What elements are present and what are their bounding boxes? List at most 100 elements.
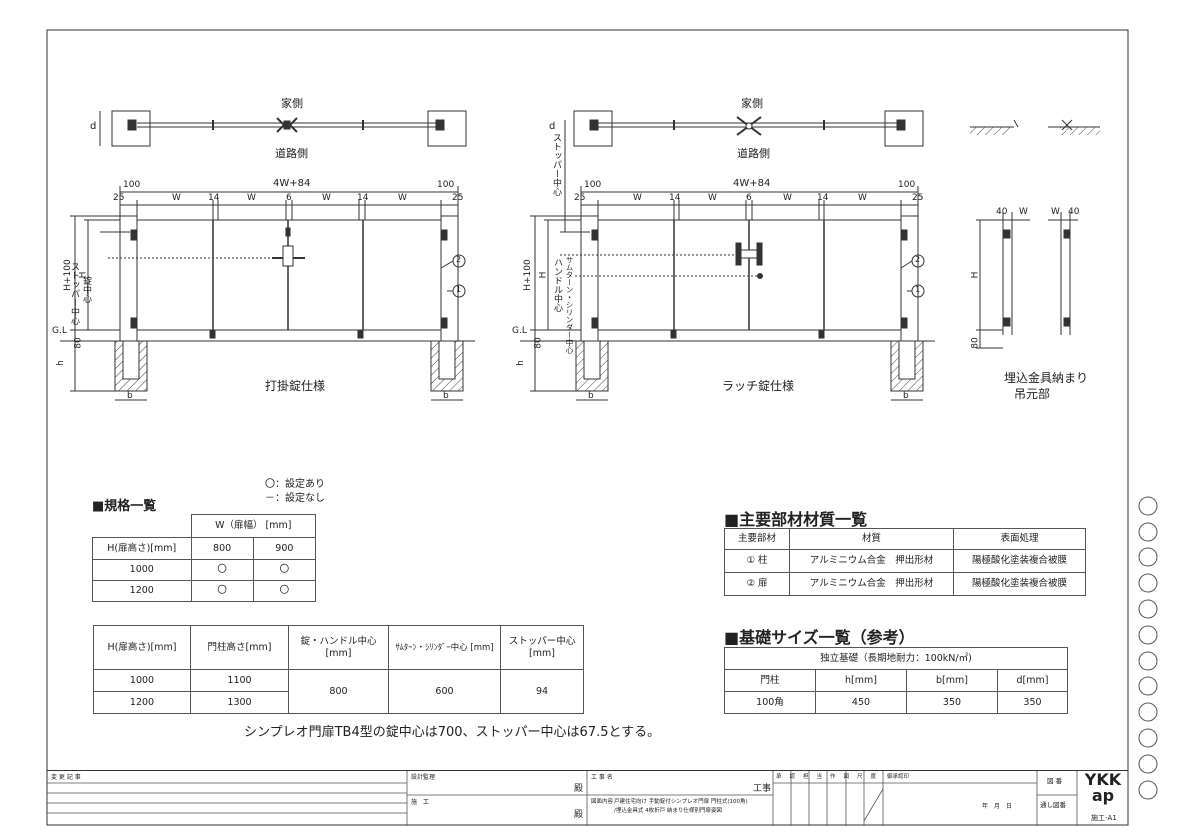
note-text: シンプレオ門扉TB4型の錠中心は700、ストッパー中心は67.5とする。 [244,725,661,740]
construction-label: 施 工 [411,799,430,806]
e80-dim-b: 80 [533,337,544,349]
post-left-dim-a: 100 [123,180,141,190]
mat-header: 表面処理 [953,528,1086,550]
fd-cell: 350 [906,691,998,714]
b-dim-b1: b [588,391,594,401]
gap6-dim-a: 6 [286,193,292,203]
h100-dim-b: H+100 [522,259,533,291]
table-row: ① 柱 アルミニウム合金 押出形材 陽極酸化塗装複合被膜 [724,549,1086,573]
hs-dim-b: h [515,360,526,366]
gap14-dim-a1: 14 [208,193,220,203]
spec-cell: 〇 [190,559,254,581]
ht-header-post: 門柱高さ[mm] [190,625,289,670]
stopper-center-a: ストッパー中心 [69,262,79,325]
caption-a: 打掛錠仕様 [265,379,326,393]
mat-cell: ② 扉 [724,572,790,596]
ht-cell: 1200 [93,691,191,714]
drawing-no-label: 図 番 [1047,777,1063,785]
d-label-b: d [549,121,556,132]
koji-label: 工事 [753,784,772,794]
w-dim-a4: W [398,193,407,203]
date-label: 年 月 日 [982,803,1013,810]
post-right-dim-a: 100 [437,180,455,190]
fd-header: b[mm] [906,669,998,692]
materials-title: ■主要部材材質一覧 [724,510,868,529]
revision-circles [1138,496,1158,800]
ht-header-h: H(扉高さ)[mm] [93,625,191,670]
gap14-dim-a2: 14 [357,193,369,203]
ht-header-thumb: ｻﾑﾀｰﾝ・ｼﾘﾝﾀﾞｰ中心 [mm] [388,625,501,670]
e80-dim-c: 80 [970,337,981,349]
w40-dim-c2: 40 [1068,207,1080,217]
spec-h-header: H(扉高さ)[mm] [92,537,192,560]
w-dim-a3: W [322,193,331,203]
ht-lock-value: 800 [288,669,389,714]
foundation-title: ■基礎サイズ一覧（参考） [724,628,915,647]
gap14-dim-b1: 14 [669,193,681,203]
stopper-center-b: ストッパー中心 [551,133,561,196]
ht-header-lock: 錠・ハンドル中心 [mm] [288,625,389,670]
d-label-a: d [90,121,97,132]
post-right-dim-b: 100 [898,180,916,190]
gap-right-dim-a: 25 [452,193,464,203]
ht-header-stopper: ストッパー中心 [mm] [500,625,584,670]
spec-col-900: 900 [252,537,317,560]
mat-cell: 陽極酸化塗装複合被膜 [953,572,1086,596]
spec-w-header: W（扉幅） [mm] [190,514,316,538]
title-block-lines [47,771,1078,826]
hinge-detail [970,119,1100,349]
w-dim-a2: W [247,193,256,203]
gap-left-dim-b: 25 [574,193,586,203]
mat-cell: ① 柱 [724,549,790,573]
mat-cell: アルミニウム合金 押出形材 [789,549,954,573]
design-dono: 殿 [574,784,584,794]
elevation-b [520,120,935,401]
gap-right-dim-b: 25 [912,193,924,203]
gap14-dim-b2: 14 [817,193,829,203]
mat-cell: 陽極酸化塗装複合被膜 [953,549,1086,573]
w-dim-b3: W [783,193,792,203]
table-row: ② 扉 アルミニウム合金 押出形材 陽極酸化塗装複合被膜 [724,572,1086,596]
fd-header: 門柱 [724,669,816,692]
gap-left-dim-a: 25 [113,193,125,203]
gl-label-b: G.L [512,326,527,336]
post-left-dim-b: 100 [584,180,602,190]
change-log-label: 変 更 記 事 [51,774,81,781]
callout-2-a: 2 [456,255,462,264]
height-table: H(扉高さ)[mm] 門柱高さ[mm] 錠・ハンドル中心 [mm] ｻﾑﾀｰﾝ・… [93,625,584,714]
caption-c-line1: 埋込金具納まり [1004,371,1089,385]
handle-center-b: ハンドル中心 [552,258,562,312]
h-dim-c: H [970,271,981,279]
fd-header: h[mm] [815,669,907,692]
caption-b: ラッチ錠仕様 [722,379,795,393]
w40-dim-c1: 40 [996,207,1008,217]
w-dim-a1: W [172,193,181,203]
ht-thumb-value: 600 [388,669,501,714]
content-line2: /埋込金具式 4枚折戸 納まり仕様別門扉姿図 [614,808,722,814]
mat-header: 主要部材 [724,528,790,550]
callout-1-b: 1 [915,285,921,294]
e80-dim-a: 80 [73,337,84,349]
caption-c-line2: 吊元部 [1014,387,1051,401]
spec-title: ■規格一覧 [92,499,157,514]
received-label: 御承認印 [887,774,910,780]
fd-cell: 350 [997,691,1068,714]
content-line1: 戸建住宅向け 手動錠付シンプレオ門扉 門柱式(100角) [614,799,748,805]
b-dim-a2: b [443,391,449,401]
gl-label-a: G.L [52,326,67,336]
table-row: 100角 450 350 350 [724,691,1068,714]
spec-row-h: 1200 [92,580,192,602]
title-block: 変 更 記 事 設計監理 殿 施 工 殿 工 事 名 工事 図面内容 戸建住宅向… [47,770,1128,826]
approval-labels: 承認担当作図尺度 [776,774,885,780]
ht-cell: 1100 [190,669,289,692]
callout-2-b: 2 [915,255,921,264]
ht-cell: 1300 [190,691,289,714]
w-dim-c2: W [1051,207,1060,217]
gap6-dim-b: 6 [746,193,752,203]
w-dim-b2: W [708,193,717,203]
legend-yes: 〇：設定あり [265,479,325,490]
road-side-label-a: 道路側 [275,147,308,160]
h-dim-b: H [538,271,549,279]
sheet-number: 施工-A1 [1091,814,1117,822]
